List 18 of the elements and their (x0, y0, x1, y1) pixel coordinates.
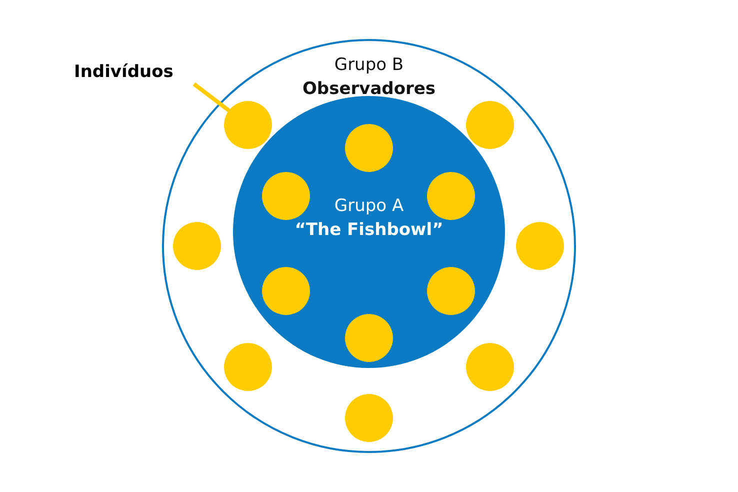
person-circle (516, 222, 564, 270)
label-text: Indivíduos (74, 62, 192, 88)
person-circle (345, 124, 393, 172)
person-circle (224, 343, 272, 391)
group-name: Grupo A (333, 196, 405, 216)
person-circle (466, 343, 514, 391)
leader-line (192, 82, 230, 112)
person-circle (224, 101, 272, 149)
group-title: “The Fishbowl” (294, 220, 444, 240)
person-circle (262, 172, 310, 220)
group-title: Observadores (301, 79, 437, 99)
person-circle (345, 314, 393, 362)
person-circle (262, 267, 310, 315)
person-circle (427, 172, 475, 220)
person-circle (173, 222, 221, 270)
person-circle (427, 267, 475, 315)
person-circle (345, 394, 393, 442)
person-circle (466, 101, 514, 149)
